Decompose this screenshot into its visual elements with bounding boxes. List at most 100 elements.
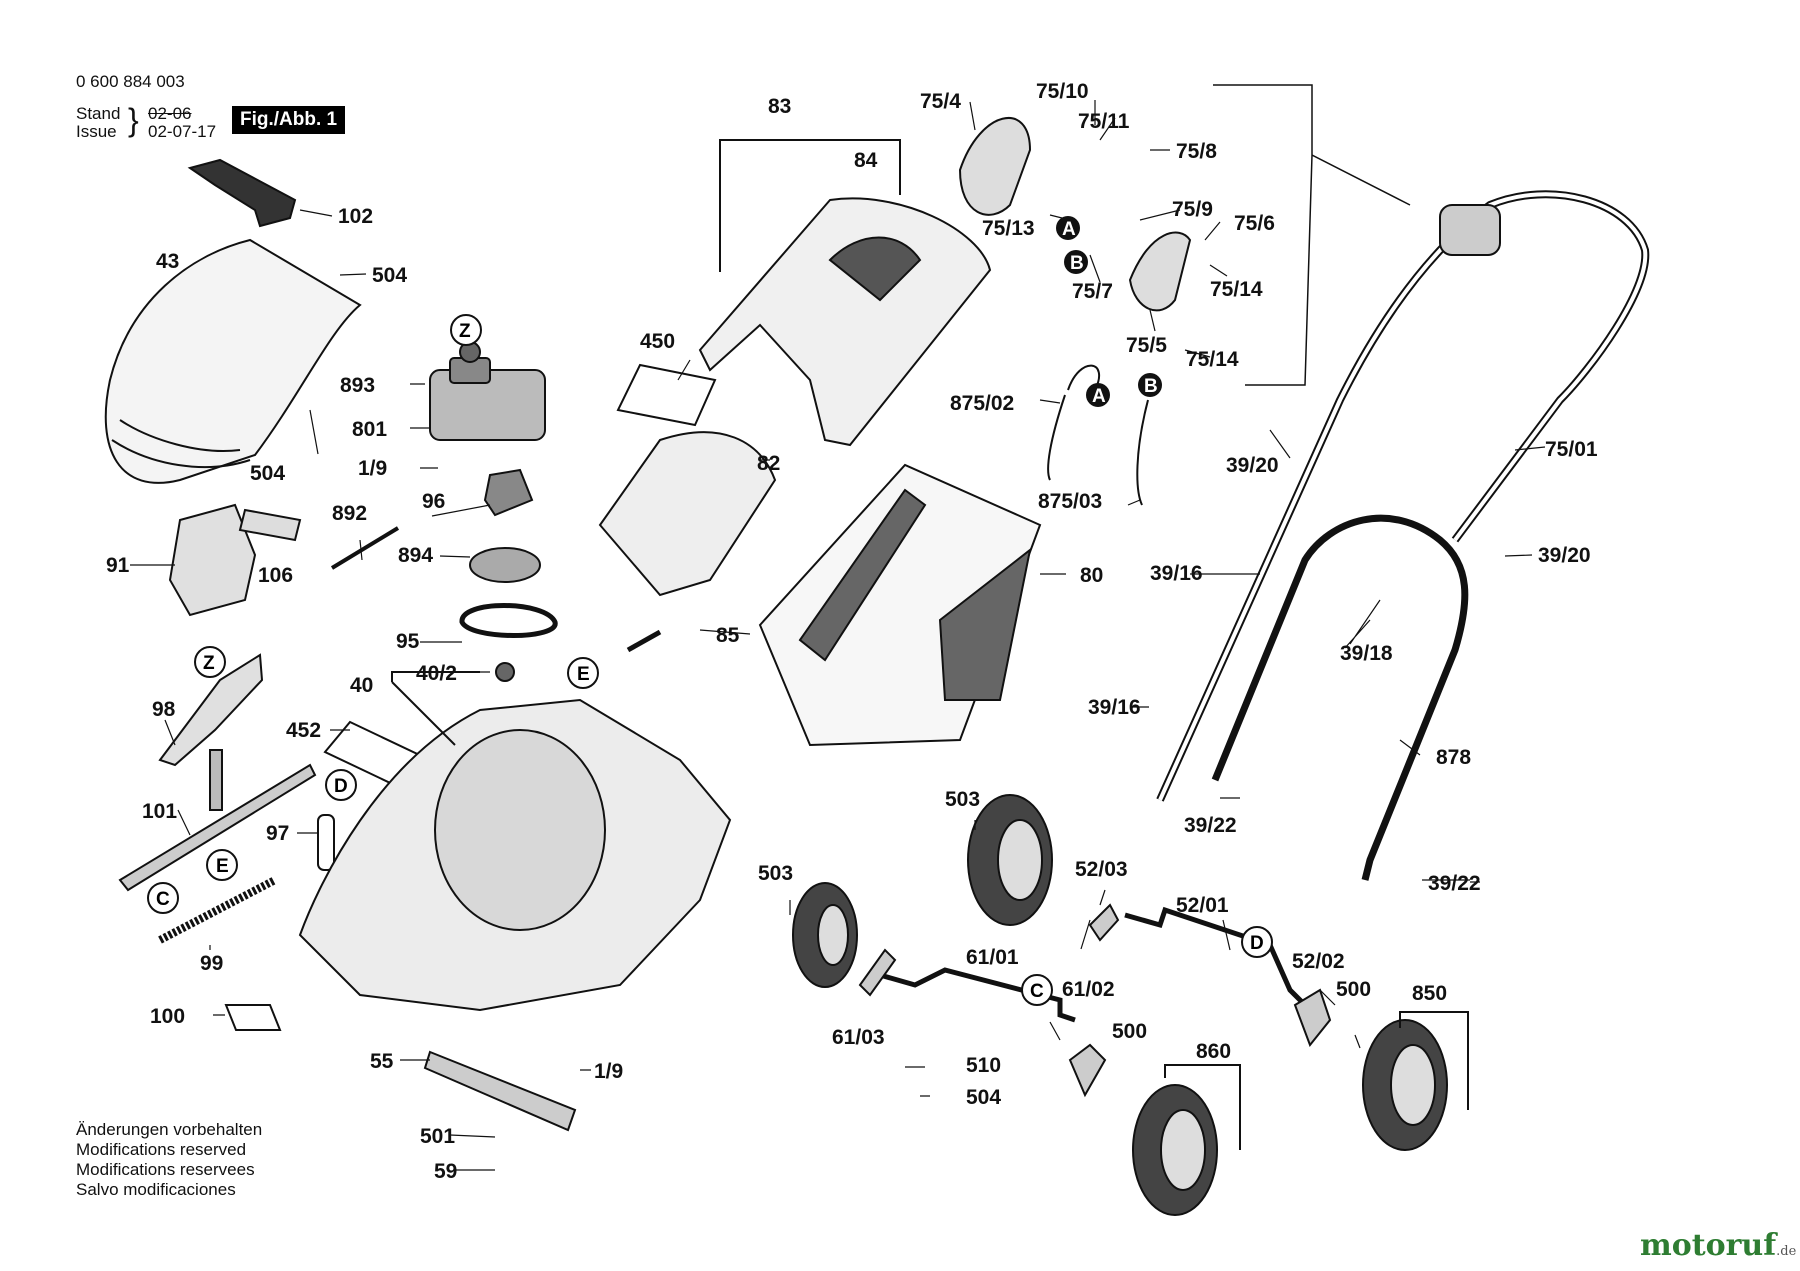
part-52-03-adjuster bbox=[1088, 903, 1120, 942]
svg-text:Z: Z bbox=[459, 321, 471, 342]
label-1-9b: 1/9 bbox=[594, 1060, 623, 1083]
label-500b: 500 bbox=[1112, 1020, 1147, 1043]
label-75-8: 75/8 bbox=[1176, 140, 1217, 163]
part-61-02-adjuster bbox=[1068, 1043, 1107, 1098]
part-52-01-axle bbox=[1124, 906, 1312, 1012]
bracket-40 bbox=[391, 671, 480, 746]
svg-text:C: C bbox=[156, 889, 170, 910]
label-82: 82 bbox=[757, 452, 780, 475]
brace: } bbox=[128, 102, 139, 138]
label-75-7: 75/7 bbox=[1072, 280, 1113, 303]
label-52-03: 52/03 bbox=[1075, 858, 1128, 881]
label-75-4: 75/4 bbox=[920, 90, 961, 113]
label-504b: 504 bbox=[250, 462, 285, 485]
part-61-03-adjuster bbox=[858, 948, 897, 997]
callout-z-bottom: Z bbox=[194, 646, 226, 678]
note-fr: Modifications reservees bbox=[76, 1160, 255, 1179]
label-61-03: 61/03 bbox=[832, 1026, 885, 1049]
part-91-holder bbox=[168, 503, 257, 617]
issue-date: 02-07-17 bbox=[148, 122, 217, 141]
part-40-2-bearing bbox=[495, 662, 515, 682]
label-83: 83 bbox=[768, 95, 791, 118]
label-40-2: 40/2 bbox=[416, 662, 457, 685]
callout-bracket bbox=[1213, 84, 1411, 386]
callout-c-lever: C bbox=[147, 882, 179, 914]
svg-text:B: B bbox=[1144, 376, 1158, 397]
label-504c: 504 bbox=[966, 1086, 1001, 1109]
callout-e-deck: E bbox=[567, 657, 599, 689]
note-de: Änderungen vorbehalten bbox=[76, 1120, 263, 1139]
logo-text: motoruf bbox=[1640, 1228, 1777, 1263]
svg-text:E: E bbox=[577, 664, 590, 685]
bracket-83 bbox=[719, 139, 901, 272]
label-52-02: 52/02 bbox=[1292, 950, 1345, 973]
label-878: 878 bbox=[1436, 746, 1471, 769]
label-95: 95 bbox=[396, 630, 420, 653]
label-61-01: 61/01 bbox=[966, 946, 1019, 969]
label-75-14a: 75/14 bbox=[1210, 278, 1263, 301]
label-801: 801 bbox=[352, 418, 387, 441]
label-504a: 504 bbox=[372, 264, 407, 287]
label-55: 55 bbox=[370, 1050, 394, 1073]
note-en: Modifications reserved bbox=[76, 1140, 247, 1159]
part-450-label bbox=[616, 363, 717, 427]
label-39-18: 39/18 bbox=[1340, 642, 1393, 665]
label-75-14b: 75/14 bbox=[1186, 348, 1239, 371]
label-61-02: 61/02 bbox=[1062, 978, 1115, 1001]
logo-suffix: .de bbox=[1776, 1244, 1797, 1259]
label-510: 510 bbox=[966, 1054, 1001, 1077]
label-875-02: 875/02 bbox=[950, 392, 1014, 415]
label-106: 106 bbox=[258, 564, 293, 587]
label-75-6: 75/6 bbox=[1234, 212, 1275, 235]
bracket-860 bbox=[1164, 1064, 1241, 1150]
label-52-01: 52/01 bbox=[1176, 894, 1229, 917]
svg-text:E: E bbox=[216, 856, 229, 877]
label-96: 96 bbox=[422, 490, 445, 513]
label-75-10: 75/10 bbox=[1036, 80, 1089, 103]
part-875-03-cable bbox=[1136, 399, 1149, 506]
label-500a: 500 bbox=[1336, 978, 1371, 1001]
svg-text:Z: Z bbox=[203, 653, 215, 674]
old-date: 02-06 bbox=[148, 104, 192, 123]
label-860: 860 bbox=[1196, 1040, 1231, 1063]
label-39-16a: 39/16 bbox=[1150, 562, 1203, 585]
part-75-4-cover bbox=[958, 117, 1032, 216]
svg-text:D: D bbox=[334, 776, 348, 797]
label-102: 102 bbox=[338, 205, 373, 228]
note-es: Salvo modificaciones bbox=[76, 1180, 236, 1199]
part-55-blade bbox=[423, 1050, 577, 1132]
label-75-5: 75/5 bbox=[1126, 334, 1167, 357]
stand-label: Stand bbox=[76, 104, 121, 123]
callout-c-axle: C bbox=[1021, 974, 1053, 1006]
modification-notes: Änderungen vorbehalten Modifications res… bbox=[76, 1120, 262, 1200]
svg-text:D: D bbox=[1250, 933, 1264, 954]
label-75-11: 75/11 bbox=[1078, 110, 1130, 133]
callout-a-cable: A bbox=[1086, 383, 1110, 407]
callout-b-cable: B bbox=[1138, 373, 1162, 397]
part-878-handle bbox=[1211, 514, 1469, 881]
label-80: 80 bbox=[1080, 564, 1103, 587]
label-75-01: 75/01 bbox=[1545, 438, 1598, 461]
label-43: 43 bbox=[156, 250, 179, 273]
label-98: 98 bbox=[152, 698, 176, 721]
label-84: 84 bbox=[854, 149, 878, 172]
leader-lines bbox=[130, 100, 1546, 1171]
part-52-02-adjuster bbox=[1293, 988, 1332, 1047]
svg-text:A: A bbox=[1092, 386, 1106, 407]
svg-text:B: B bbox=[1070, 253, 1084, 274]
bracket-850 bbox=[1399, 1011, 1469, 1110]
part-43-hood bbox=[104, 238, 362, 484]
callout-e-lever: E bbox=[206, 849, 238, 881]
part-100-label bbox=[224, 1004, 282, 1031]
doc-number: 0 600 884 003 bbox=[76, 72, 185, 91]
part-61-01-axle bbox=[879, 967, 1076, 1023]
label-893: 893 bbox=[340, 374, 375, 397]
part-97-clip bbox=[317, 814, 335, 871]
part-894-wheel bbox=[469, 547, 541, 583]
callout-d-axle: D bbox=[1241, 926, 1273, 958]
part-95-belt bbox=[459, 603, 558, 638]
label-1-9a: 1/9 bbox=[358, 457, 387, 480]
label-75-9: 75/9 bbox=[1172, 198, 1213, 221]
site-logo[interactable]: motoruf.de bbox=[1640, 1228, 1796, 1263]
